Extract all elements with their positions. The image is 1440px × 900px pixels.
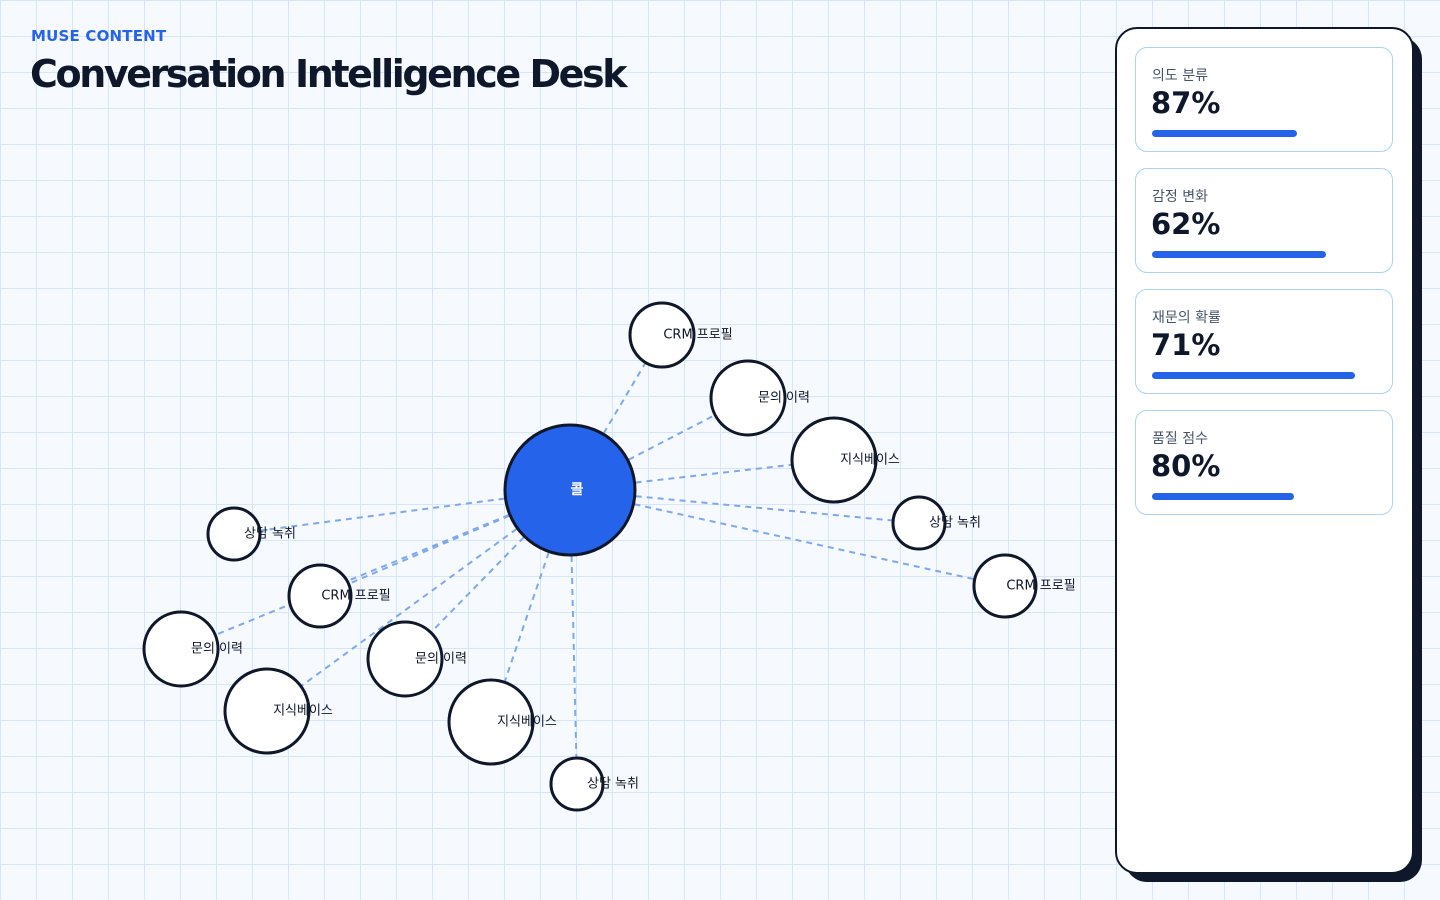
graph-node-circle: [972, 553, 1038, 619]
graph-node[interactable]: CRM 프로필: [287, 563, 391, 629]
metric-value: 62%: [1151, 207, 1221, 241]
metric-card-quality: 품질 점수 80%: [1135, 410, 1393, 515]
metric-card-recontact: 재문의 확률 71%: [1135, 289, 1393, 394]
metric-bar-fill: [1152, 372, 1356, 379]
graph-node-circle: [628, 301, 696, 369]
graph-edge: [180, 489, 571, 650]
graph-center-label: 콜: [571, 482, 584, 498]
graph-node[interactable]: 지식베이스: [790, 416, 900, 504]
graph-node[interactable]: CRM 프로필: [972, 553, 1076, 619]
graph-node-circle: [790, 416, 878, 504]
metric-value: 71%: [1151, 328, 1221, 362]
graph-center-circle: [503, 423, 637, 557]
metric-label: 재문의 확률: [1152, 310, 1221, 326]
metric-bar: [1152, 372, 1378, 379]
metric-value: 87%: [1151, 86, 1221, 120]
metric-bar: [1152, 493, 1378, 500]
graph-node-label: 상담 녹취: [587, 777, 639, 792]
graph-node-circle: [366, 620, 444, 698]
graph-center-node[interactable]: 콜: [503, 423, 637, 557]
brand-label: MUSE CONTENT: [31, 27, 167, 45]
graph-node-circle: [223, 667, 311, 755]
graph-node-label: CRM 프로필: [663, 328, 732, 343]
graph-node[interactable]: 문의 이력: [709, 359, 810, 437]
metric-card-sentiment: 감정 변화 62%: [1135, 168, 1393, 273]
graph-node-circle: [709, 359, 787, 437]
metric-bar: [1152, 130, 1378, 137]
metric-label: 의도 분류: [1152, 68, 1208, 84]
graph-node-circle: [287, 563, 353, 629]
graph-edge: [569, 489, 1006, 587]
metric-value: 80%: [1151, 449, 1221, 483]
metric-bar: [1152, 251, 1378, 258]
graph-node-label: 상담 녹취: [929, 516, 981, 531]
graph-node-circle: [891, 495, 947, 551]
graph-node-label: 지식베이스: [840, 453, 900, 468]
graph-node[interactable]: 문의 이력: [142, 610, 243, 688]
metrics-panel: 의도 분류 87% 감정 변화 62% 재문의 확률 71% 품질 점수 80%: [1115, 27, 1414, 874]
graph-node-circle: [549, 756, 605, 812]
metric-bar-fill: [1152, 130, 1297, 137]
graph-node[interactable]: 상담 녹취: [549, 756, 639, 812]
graph-node-label: 문의 이력: [415, 652, 467, 667]
graph-edge: [490, 489, 571, 723]
graph-node-label: 지식베이스: [497, 715, 557, 730]
graph-node-label: 문의 이력: [758, 391, 810, 406]
metric-label: 감정 변화: [1152, 189, 1208, 205]
graph-edge: [569, 334, 663, 491]
graph-node-circle: [142, 610, 220, 688]
metric-card-intent: 의도 분류 87%: [1135, 47, 1393, 152]
graph-node[interactable]: CRM 프로필: [628, 301, 733, 369]
metric-label: 품질 점수: [1152, 431, 1208, 447]
graph-node-label: CRM 프로필: [1006, 579, 1075, 594]
metric-bar-fill: [1152, 493, 1295, 500]
graph-node-label: 지식베이스: [273, 704, 333, 719]
graph-node[interactable]: 상담 녹취: [206, 506, 296, 562]
graph-node-label: 문의 이력: [191, 642, 243, 657]
graph-node[interactable]: 상담 녹취: [891, 495, 981, 551]
page-title: Conversation Intelligence Desk: [30, 52, 628, 96]
graph-node[interactable]: 지식베이스: [447, 678, 557, 766]
graph-edge: [266, 489, 571, 712]
metric-bar-fill: [1152, 251, 1327, 258]
graph-node[interactable]: 문의 이력: [366, 620, 467, 698]
graph-node[interactable]: 지식베이스: [223, 667, 333, 755]
graph-node-circle: [447, 678, 535, 766]
graph-node-circle: [206, 506, 262, 562]
graph-node-label: 상담 녹취: [244, 527, 296, 542]
graph-node-label: CRM 프로필: [321, 589, 390, 604]
